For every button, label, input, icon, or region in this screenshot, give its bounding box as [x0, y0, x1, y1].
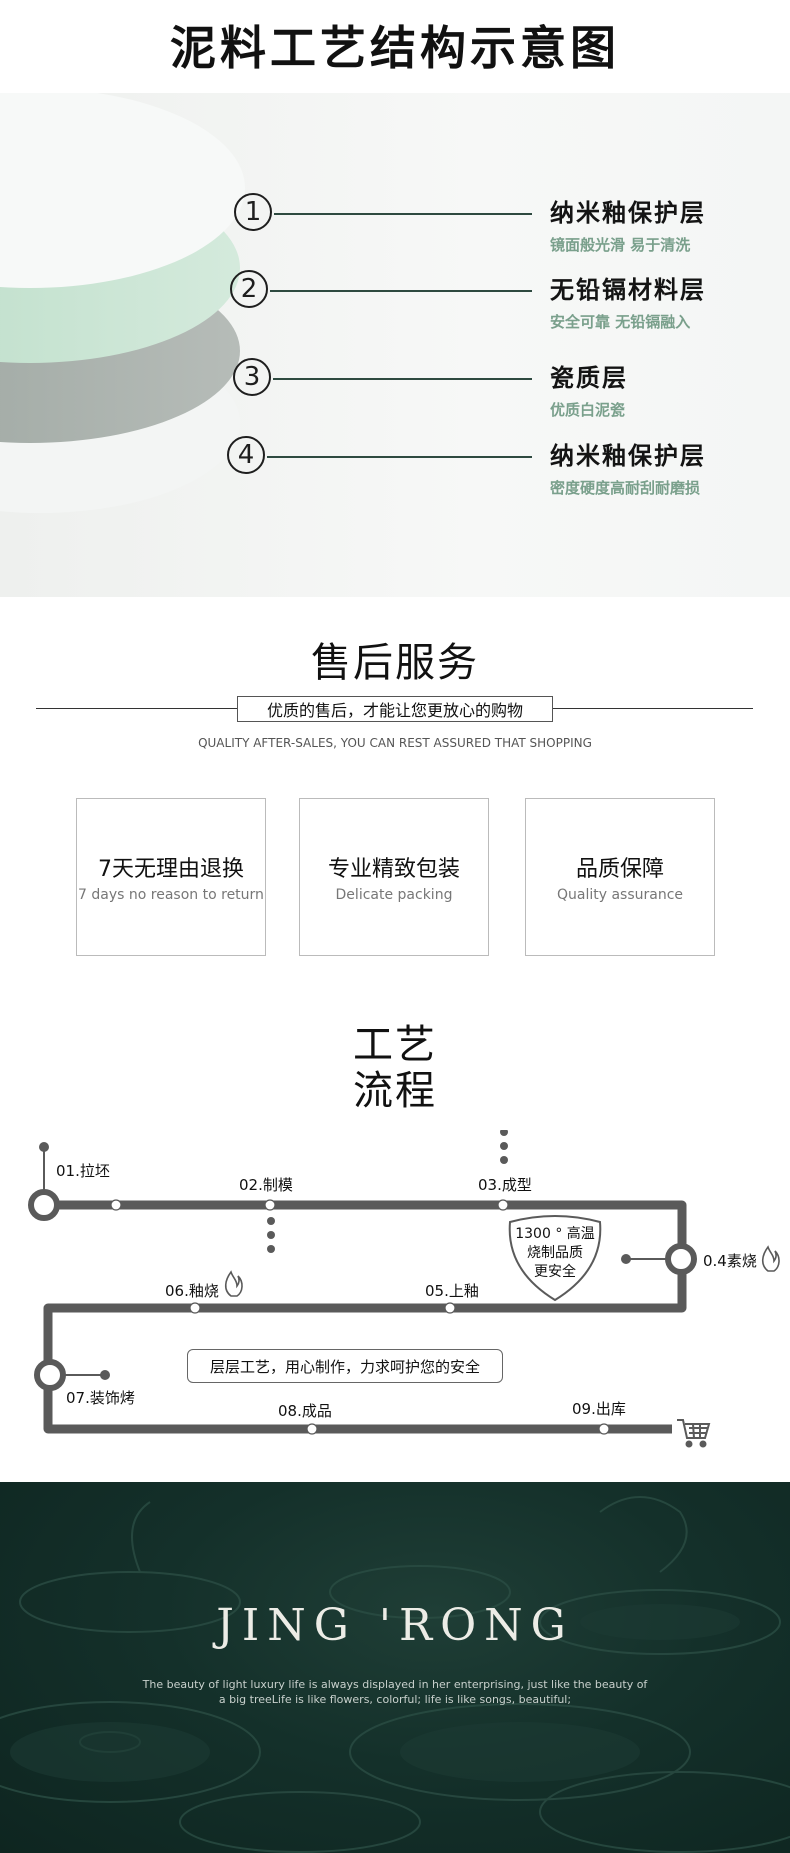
dot [500, 1130, 508, 1136]
brand-name: JING 'RONG [216, 1600, 574, 1651]
process-track-path [43, 1200, 687, 1434]
dot [267, 1217, 275, 1225]
service-card-packing: 专业精致包装 Delicate packing [299, 798, 489, 956]
step-06: 06.釉烧 [165, 1282, 219, 1300]
layer-2-label: 无铅镉材料层 安全可靠 无铅镉融入 [550, 276, 706, 331]
brand-tagline: The beauty of light luxury life is alway… [142, 1678, 648, 1706]
step-01: 01.拉坯 [56, 1162, 110, 1180]
layer-1-shape [0, 93, 245, 288]
step-08: 08.成品 [278, 1402, 332, 1420]
bisque-connector-dot [621, 1254, 631, 1264]
step-02: 02.制模 [239, 1176, 293, 1194]
layer-1-leader-line [274, 213, 532, 215]
process-flow-track [28, 1130, 780, 1448]
process-motto: 层层工艺，用心制作，力求呵护您的安全 [187, 1349, 503, 1383]
layer-3-leader-line [273, 378, 532, 380]
start-pin-dot [39, 1142, 49, 1152]
tableware-background-illustration [0, 1496, 790, 1853]
dot [500, 1142, 508, 1150]
layer-4-label: 纳米釉保护层 密度硬度高耐刮耐磨损 [550, 442, 706, 497]
track-arrow-markers [110, 1199, 610, 1435]
layer-3-label: 瓷质层 优质白泥瓷 [550, 364, 628, 419]
step-05: 05.上釉 [425, 1282, 479, 1300]
layer-3-number-circle: 3 [233, 358, 271, 396]
structure-diagram: 1 纳米釉保护层 镜面般光滑 易于清洗 2 无铅镉材料层 安全可靠 无铅镉融入 … [0, 93, 790, 597]
shopping-cart-icon [677, 1419, 711, 1448]
step-03: 03.成型 [478, 1176, 532, 1194]
plate-layers-illustration [0, 93, 245, 513]
layer-2-number-circle: 2 [230, 270, 268, 308]
dot [500, 1156, 508, 1164]
dot [267, 1245, 275, 1253]
structure-title: 泥料工艺结构示意图 [170, 21, 620, 75]
node-bisque [665, 1243, 697, 1275]
dot [267, 1231, 275, 1239]
layer-2-leader-line [270, 290, 532, 292]
decor-connector-dot [100, 1370, 110, 1380]
after-sales-title: 售后服务 [311, 640, 479, 686]
node-decor [34, 1359, 66, 1391]
kiln-badge-text: 1300 ° 高温 烧制品质 更安全 [515, 1226, 595, 1280]
brand-footer: JING 'RONG The beauty of light luxury li… [0, 1482, 790, 1853]
layer-1-label: 纳米釉保护层 镜面般光滑 易于清洗 [550, 199, 706, 254]
step-07: 07.装饰烤 [66, 1389, 135, 1407]
service-card-quality: 品质保障 Quality assurance [525, 798, 715, 956]
step-09: 09.出库 [572, 1400, 626, 1418]
after-sales-subtitle-en: QUALITY AFTER-SALES, YOU CAN REST ASSURE… [198, 736, 592, 750]
process-title: 工艺 流程 [353, 1022, 437, 1114]
layer-4-leader-line [267, 456, 532, 458]
layer-1-number-circle: 1 [234, 193, 272, 231]
service-card-return: 7天无理由退换 7 days no reason to return [76, 798, 266, 956]
flame-icon [224, 1270, 243, 1297]
kiln-badge-shield [508, 1215, 602, 1302]
flame-icon [761, 1245, 780, 1272]
step-04: 0.4素烧 [703, 1252, 757, 1270]
layer-4-number-circle: 4 [227, 436, 265, 474]
after-sales-subtitle: 优质的售后，才能让您更放心的购物 [237, 696, 553, 722]
after-sales-rule-left [36, 708, 237, 709]
node-start [28, 1189, 60, 1221]
after-sales-rule-right [553, 708, 753, 709]
